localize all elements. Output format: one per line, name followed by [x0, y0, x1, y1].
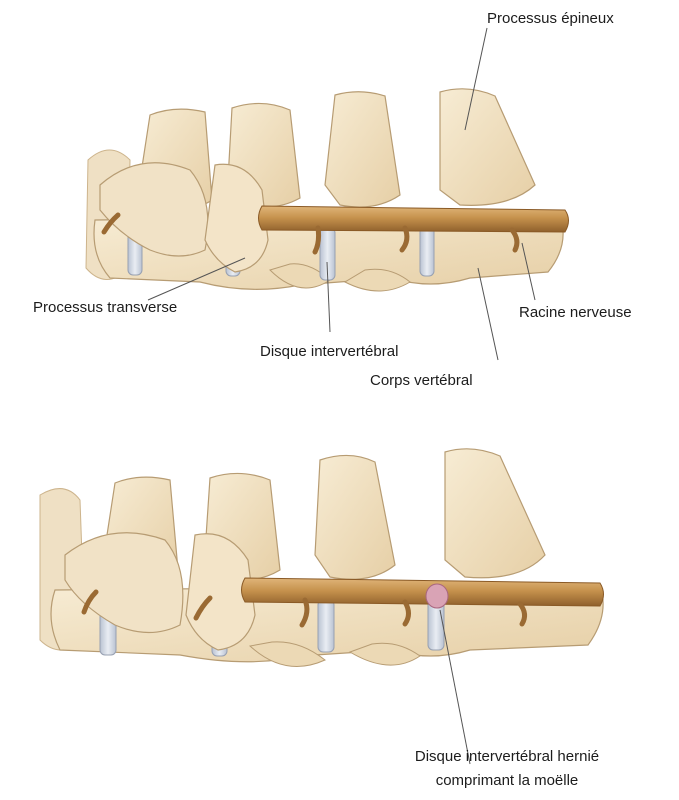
- disc-herniation: [426, 584, 448, 608]
- leader-line-body: [478, 268, 498, 360]
- intervertebral-disc: [420, 226, 434, 276]
- spinous-process: [325, 92, 400, 207]
- label-nerve-root: Racine nerveuse: [519, 304, 632, 321]
- spinal-cord: [259, 206, 569, 232]
- herniated-spine-panel: [40, 449, 604, 764]
- label-intervertebral-disc: Disque intervertébral: [260, 343, 398, 360]
- label-vertebral-body: Corps vertébral: [370, 372, 473, 389]
- label-herniated-disc-line2: comprimant la moëlle: [382, 772, 632, 789]
- spinous-process: [440, 89, 535, 206]
- spinous-process: [445, 449, 545, 578]
- label-transverse-process: Processus transverse: [33, 299, 177, 316]
- label-spinous-process: Processus épineux: [487, 10, 614, 27]
- intervertebral-disc: [318, 600, 334, 652]
- spinous-process: [315, 455, 395, 579]
- label-herniated-disc-line1: Disque intervertébral hernié: [382, 748, 632, 765]
- spinal-cord: [242, 578, 604, 606]
